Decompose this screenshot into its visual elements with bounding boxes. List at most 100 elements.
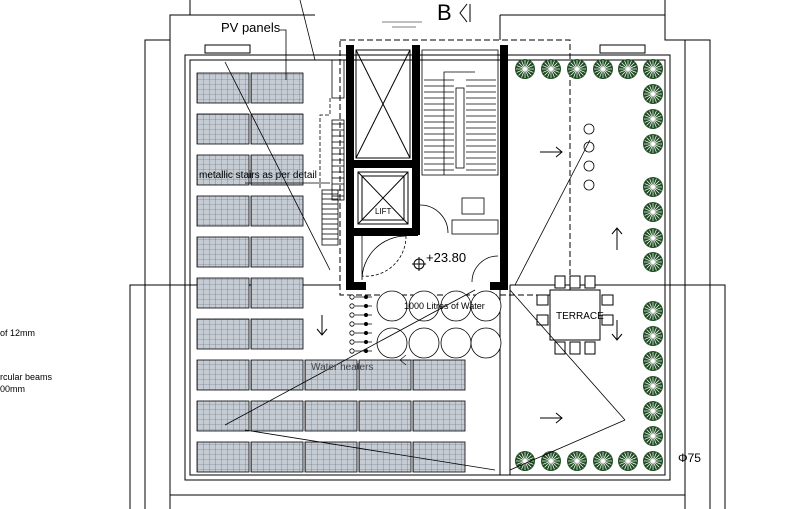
side-note-1: of 12mm (0, 328, 36, 338)
lift-shaft (355, 49, 411, 225)
pv-panel (250, 318, 304, 350)
valve-icon (363, 321, 368, 326)
pv-panel (250, 195, 304, 227)
pv-panel (250, 441, 304, 473)
doors (361, 197, 499, 283)
tree-icon (643, 351, 663, 371)
pv-panel (250, 113, 304, 145)
pv-panel (304, 359, 358, 391)
pv-panel (196, 154, 250, 186)
water-heaters-label: Water heaters (311, 362, 374, 373)
tree-icon (643, 451, 663, 471)
tree-icon (515, 59, 535, 79)
pv-panel (196, 400, 250, 432)
section-arrow-icon (459, 3, 471, 23)
water-tank (470, 327, 502, 359)
terrace-label: TERRACE (556, 311, 604, 322)
roof-slope-lines (224, 0, 626, 471)
pv-panel (358, 359, 412, 391)
water-tank (470, 290, 502, 322)
small-annotation (382, 21, 422, 28)
metallic-stairs-label: metallic stairs as per detail (199, 170, 317, 181)
pv-panels-label: PV panels (221, 20, 281, 35)
pv-panel (196, 318, 250, 350)
valve-icon (349, 330, 355, 336)
pv-panel (250, 277, 304, 309)
pv-panel (250, 400, 304, 432)
tree-icon (643, 252, 663, 272)
valve-icon (349, 339, 355, 345)
tree-icon (643, 301, 663, 321)
pv-panel (250, 359, 304, 391)
tree-icon (567, 59, 587, 79)
core-walls (346, 45, 508, 290)
pv-panel (196, 441, 250, 473)
side-note-3: 00mm (0, 384, 26, 394)
pv-panel (196, 72, 250, 104)
tree-icon (567, 451, 587, 471)
tree-icon (643, 202, 663, 222)
pv-panel (196, 359, 250, 391)
tree-icon (643, 134, 663, 154)
pv-panel (304, 400, 358, 432)
section-marker-label: B (437, 0, 452, 25)
valve-icon (349, 294, 355, 300)
valve-icon (363, 312, 368, 317)
staircase (421, 49, 499, 176)
water-tank-label: 1000 Litres of Water (404, 301, 485, 311)
pv-panel (196, 113, 250, 145)
valve-icon (363, 294, 368, 299)
terrace-table (536, 275, 614, 355)
water-tank (376, 290, 408, 322)
tree-icon (593, 451, 613, 471)
pv-panel (196, 277, 250, 309)
terrace-lights (583, 123, 595, 191)
tree-icon (643, 109, 663, 129)
pv-panel (358, 400, 412, 432)
pv-panel (412, 441, 466, 473)
slope-arrows (316, 146, 623, 424)
pv-panel (358, 441, 412, 473)
tree-icon (618, 451, 638, 471)
tree-icon (643, 177, 663, 197)
tree-icon (643, 326, 663, 346)
pv-panel (250, 154, 304, 186)
valve-icon (363, 348, 368, 353)
tree-icon (593, 59, 613, 79)
side-note-2: rcular beams (0, 372, 53, 382)
metallic-stairs (319, 59, 345, 246)
level-label: +23.80 (426, 250, 467, 265)
valve-icon (349, 312, 355, 318)
pv-panel (196, 195, 250, 227)
valve-icon (349, 303, 355, 309)
tree-icon (618, 59, 638, 79)
pv-panel (412, 400, 466, 432)
valve-icon (363, 330, 368, 335)
pv-panel (250, 236, 304, 268)
tree-icon (643, 376, 663, 396)
valve-icon (363, 303, 368, 308)
terrace-trees (515, 59, 663, 471)
tree-diameter-label: Φ75 (678, 451, 701, 465)
tree-icon (643, 59, 663, 79)
valve-icon (349, 348, 355, 354)
tree-icon (515, 451, 535, 471)
water-tank (440, 327, 472, 359)
pv-panel (250, 72, 304, 104)
tree-icon (643, 426, 663, 446)
level-marker-icon (412, 257, 426, 271)
water-tank (408, 327, 440, 359)
valve-icon (349, 321, 355, 327)
pv-panel (412, 359, 466, 391)
water-tanks (376, 290, 502, 359)
pv-panel (196, 236, 250, 268)
pv-panel-array (196, 72, 466, 473)
building-outline (129, 0, 726, 509)
tree-icon (643, 84, 663, 104)
tree-icon (541, 451, 561, 471)
lift-label: LIFT (375, 207, 392, 216)
tree-icon (643, 401, 663, 421)
pv-panel (304, 441, 358, 473)
pipe-valves (349, 294, 372, 354)
